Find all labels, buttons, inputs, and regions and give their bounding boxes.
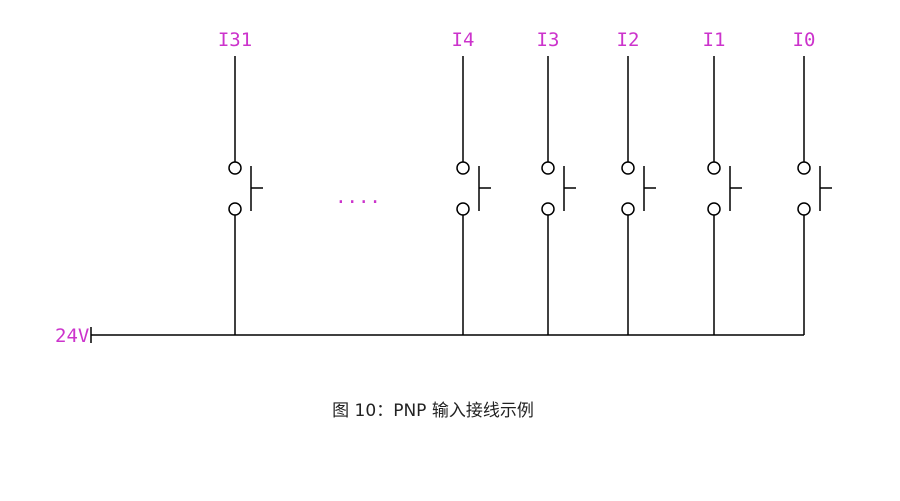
switch-contact-bottom	[621, 202, 635, 216]
input-branch-i0: I0	[793, 29, 832, 335]
input-branch-i1: I1	[703, 29, 742, 335]
switch-contact-bottom	[541, 202, 555, 216]
switch-contact-bottom	[228, 202, 242, 216]
figure-caption: 图 10：PNP 输入接线示例	[332, 401, 534, 421]
input-branch-i31: I31	[218, 29, 263, 335]
input-branch-i4: I4	[452, 29, 491, 335]
input-label: I0	[793, 29, 816, 51]
switch-contact-top	[228, 161, 242, 175]
input-label: I2	[617, 29, 640, 51]
switch-contact-top	[621, 161, 635, 175]
input-label: I4	[452, 29, 475, 51]
switch-contact-bottom	[707, 202, 721, 216]
switch-contact-top	[707, 161, 721, 175]
input-label: I1	[703, 29, 726, 51]
switch-contact-bottom	[456, 202, 470, 216]
input-branch-i3: I3	[537, 29, 576, 335]
switch-contact-bottom	[797, 202, 811, 216]
input-label: I31	[218, 29, 252, 51]
switch-contact-top	[541, 161, 555, 175]
switch-contact-top	[456, 161, 470, 175]
omitted-inputs-ellipsis: ....	[335, 186, 381, 208]
input-label: I3	[537, 29, 560, 51]
switch-contact-top	[797, 161, 811, 175]
input-branch-i2: I2	[617, 29, 656, 335]
supply-label: 24V	[55, 325, 89, 347]
